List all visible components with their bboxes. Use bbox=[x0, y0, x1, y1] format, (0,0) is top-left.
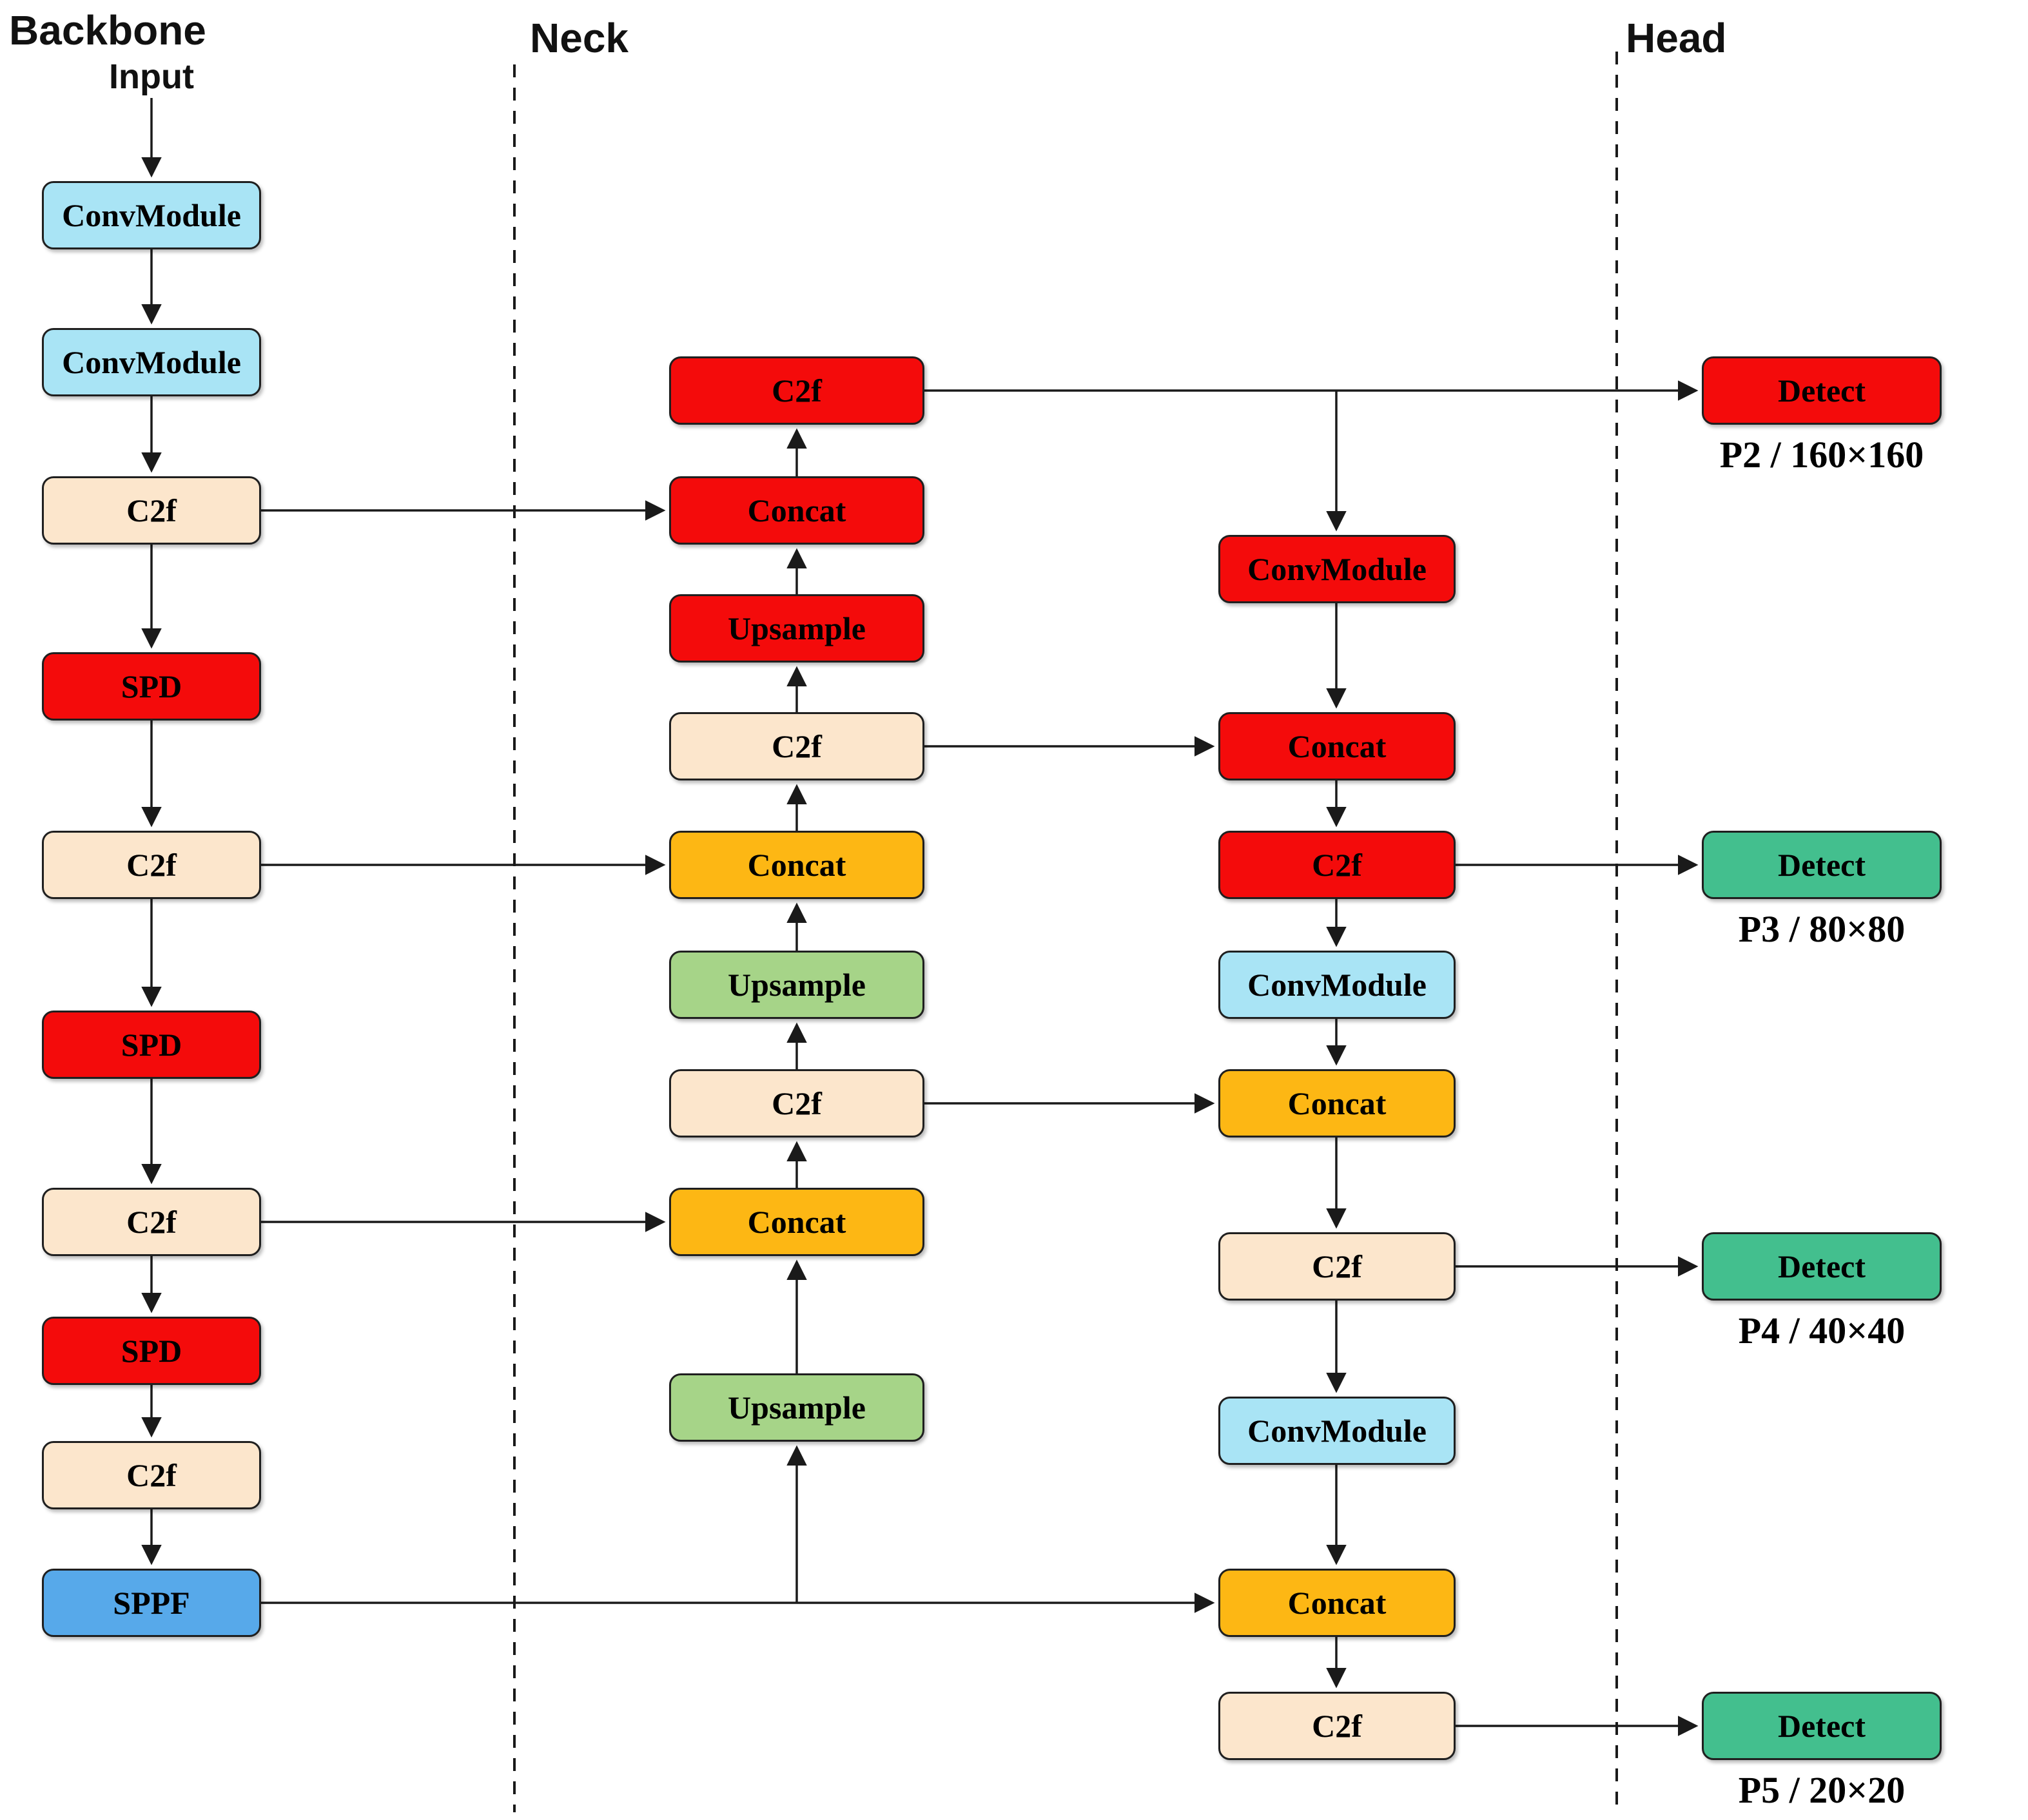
input-label: Input bbox=[109, 57, 194, 96]
node-pan-concat-p5: Concat bbox=[1218, 1569, 1456, 1637]
node-pan-convmodule-p3: ConvModule bbox=[1218, 951, 1456, 1019]
node-fpn-concat-p4: Concat bbox=[669, 1188, 924, 1256]
node-fpn-upsample-p2: Upsample bbox=[669, 594, 924, 663]
node-fpn-c2f-p2: C2f bbox=[669, 356, 924, 425]
node-pan-concat-p4: Concat bbox=[1218, 1069, 1456, 1138]
node-detect-p2: Detect bbox=[1702, 356, 1942, 425]
node-detect-p4: Detect bbox=[1702, 1232, 1942, 1301]
node-backbone-c2f-2: C2f bbox=[42, 831, 261, 899]
node-fpn-concat-p2: Concat bbox=[669, 476, 924, 545]
section-title-backbone: Backbone bbox=[9, 7, 206, 53]
node-pan-convmodule-p4: ConvModule bbox=[1218, 1397, 1456, 1465]
node-pan-c2f-p5: C2f bbox=[1218, 1692, 1456, 1760]
node-pan-convmodule-p2: ConvModule bbox=[1218, 535, 1456, 603]
node-backbone-spd-3: SPD bbox=[42, 1317, 261, 1385]
node-fpn-c2f-p3: C2f bbox=[669, 712, 924, 780]
detect-scale-p4: P4 / 40×40 bbox=[1738, 1310, 1906, 1351]
node-fpn-c2f-p4: C2f bbox=[669, 1069, 924, 1138]
node-backbone-convmodule-2: ConvModule bbox=[42, 328, 261, 396]
node-backbone-spd-2: SPD bbox=[42, 1011, 261, 1079]
node-pan-c2f-p4: C2f bbox=[1218, 1232, 1456, 1301]
node-fpn-upsample-p4: Upsample bbox=[669, 1373, 924, 1442]
detect-scale-p3: P3 / 80×80 bbox=[1738, 908, 1906, 950]
node-backbone-c2f-1: C2f bbox=[42, 476, 261, 545]
node-detect-p3: Detect bbox=[1702, 831, 1942, 899]
section-title-head: Head bbox=[1626, 15, 1727, 61]
detect-scale-p2: P2 / 160×160 bbox=[1719, 434, 1924, 476]
node-backbone-sppf: SPPF bbox=[42, 1569, 261, 1637]
node-backbone-c2f-3: C2f bbox=[42, 1188, 261, 1256]
node-backbone-convmodule-1: ConvModule bbox=[42, 181, 261, 249]
node-pan-c2f-p3: C2f bbox=[1218, 831, 1456, 899]
node-backbone-spd-1: SPD bbox=[42, 652, 261, 721]
node-pan-concat-p3: Concat bbox=[1218, 712, 1456, 780]
node-fpn-upsample-p3: Upsample bbox=[669, 951, 924, 1019]
node-backbone-c2f-4: C2f bbox=[42, 1441, 261, 1509]
node-detect-p5: Detect bbox=[1702, 1692, 1942, 1760]
node-fpn-concat-p3: Concat bbox=[669, 831, 924, 899]
detect-scale-p5: P5 / 20×20 bbox=[1738, 1769, 1906, 1811]
section-title-neck: Neck bbox=[530, 15, 629, 61]
